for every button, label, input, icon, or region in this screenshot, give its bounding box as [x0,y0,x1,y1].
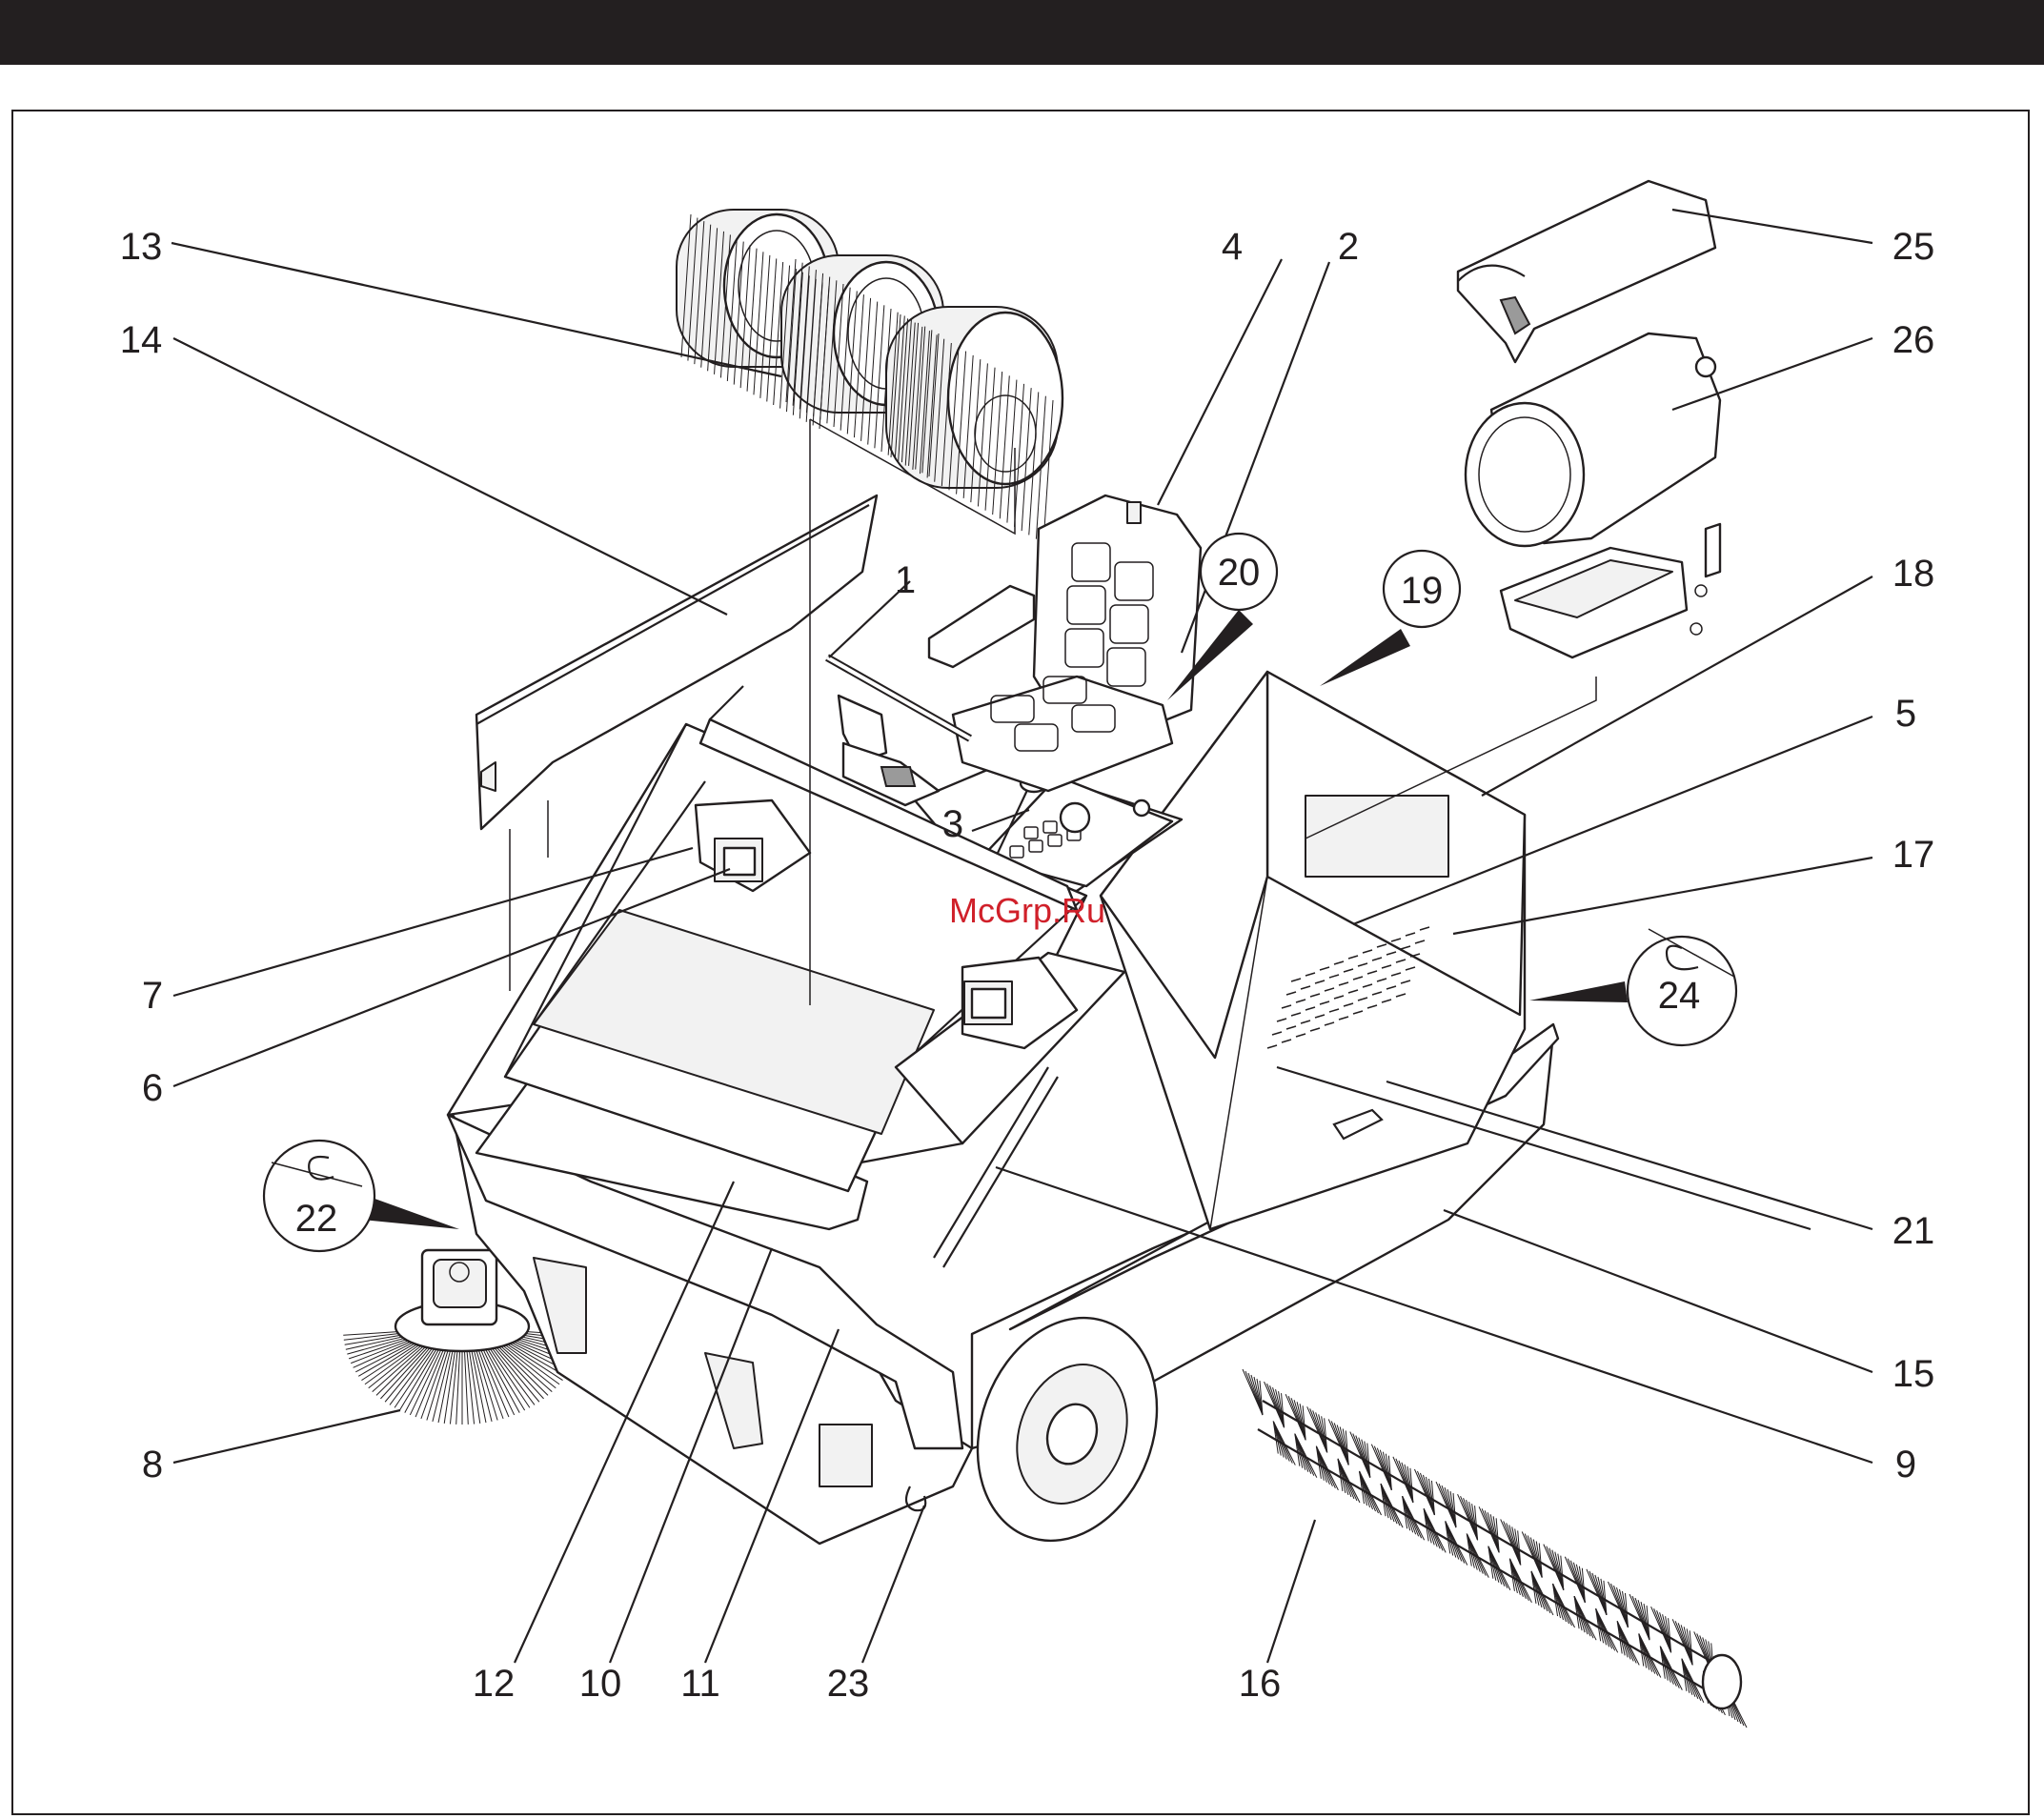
callout-4: 4 [1222,226,1243,268]
callout-13: 13 [120,226,163,268]
callout-11: 11 [680,1663,720,1705]
callout-5: 5 [1895,693,1916,735]
callout-26: 26 [1892,319,1935,361]
callout-21: 21 [1892,1210,1935,1252]
callout-10: 10 [579,1663,622,1705]
callout-3: 3 [942,803,963,845]
callout-20: 20 [1218,552,1261,594]
callout-2: 2 [1338,226,1359,268]
callout-19: 19 [1401,570,1444,612]
main-broom [1243,1369,1747,1728]
callout-14: 14 [120,319,163,361]
callout-1: 1 [895,559,916,601]
callout-12: 12 [473,1663,516,1705]
callout-16: 16 [1239,1663,1282,1705]
callout-6: 6 [142,1067,163,1109]
callout-9: 9 [1895,1444,1916,1486]
callout-25: 25 [1892,226,1935,268]
seat-and-steering [827,495,1201,805]
callout-8: 8 [142,1444,163,1486]
watermark: McGrp.Ru [949,891,1105,930]
callout-15: 15 [1892,1353,1935,1395]
callout-22: 22 [295,1198,338,1240]
callout-24: 24 [1658,975,1701,1017]
callout-18: 18 [1892,553,1935,595]
callout-7: 7 [142,975,163,1017]
callout-23: 23 [827,1663,870,1705]
filter-cartridges [677,210,1062,543]
main-broom-bristles [1243,1369,1747,1728]
callout-17: 17 [1892,834,1935,876]
filter-housing [1458,181,1720,657]
machine-body [448,672,1558,1566]
